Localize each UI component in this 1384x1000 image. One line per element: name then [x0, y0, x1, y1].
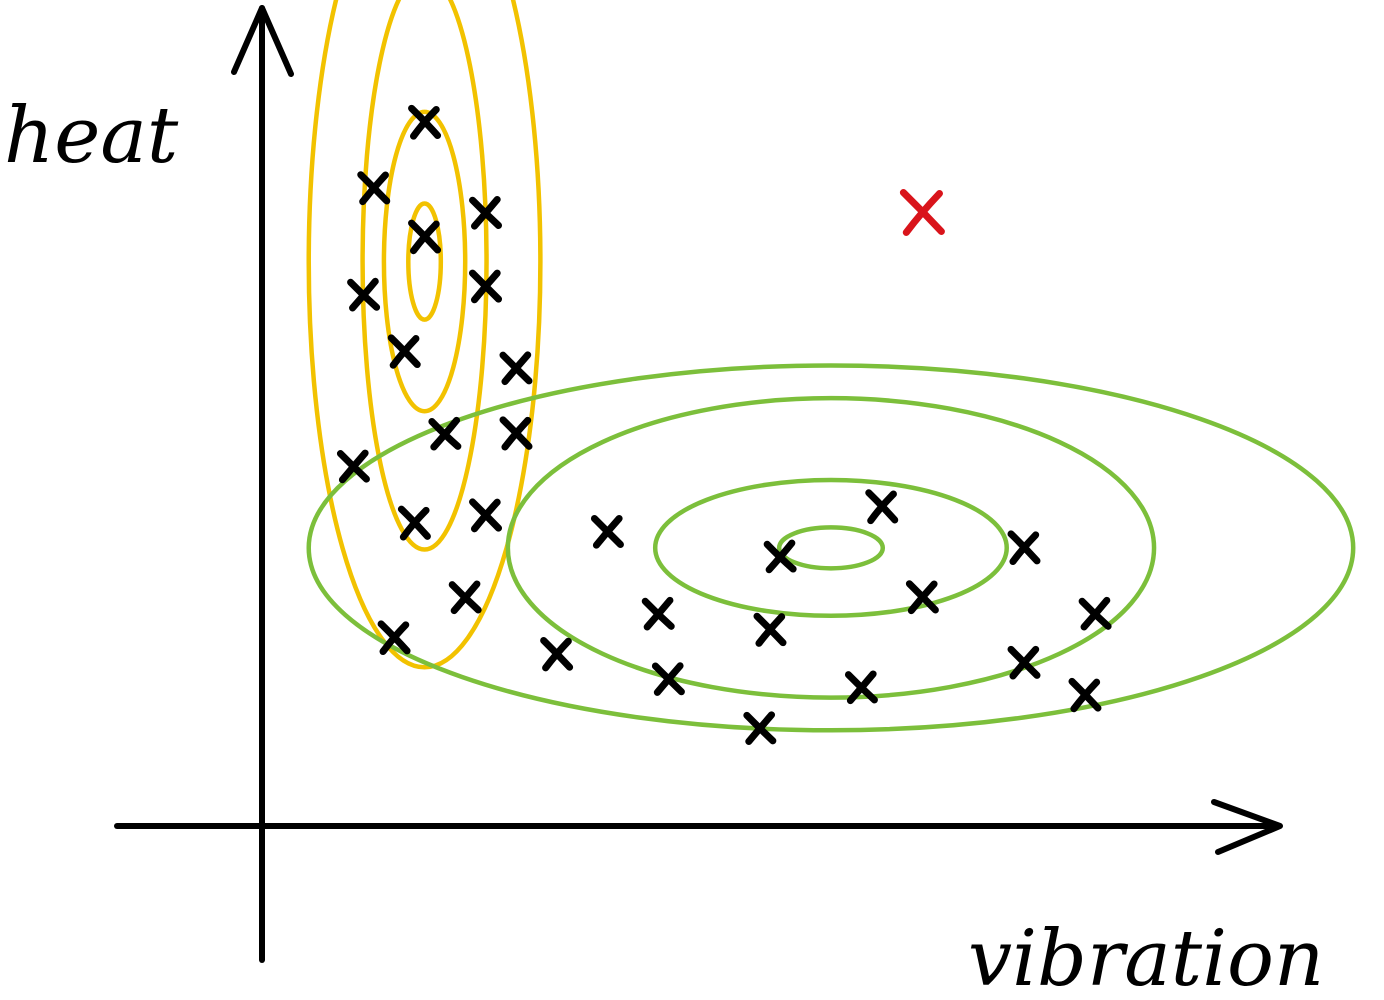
cluster-1-contour-2	[381, 109, 468, 414]
cluster-2-contour-4	[306, 363, 1356, 733]
data-point	[1007, 645, 1041, 680]
data-point	[357, 171, 391, 206]
cluster-2-contour-3	[505, 395, 1157, 700]
cluster-2-contour-1	[776, 525, 886, 571]
gaussian-contours	[306, 0, 1356, 733]
data-point	[743, 711, 777, 745]
data-point	[428, 416, 462, 451]
data-point	[499, 351, 533, 386]
cluster-2-contour-2	[652, 477, 1009, 619]
data-point	[387, 334, 421, 369]
data-point	[590, 515, 624, 549]
cluster-1-contour-1	[406, 201, 444, 322]
data-point	[1068, 677, 1102, 713]
data-point	[753, 612, 787, 647]
data-point	[347, 277, 381, 312]
data-point	[448, 580, 482, 615]
y-axis-arrowhead	[231, 5, 294, 77]
data-point	[499, 416, 533, 451]
data-point	[408, 104, 442, 140]
data-point	[377, 620, 411, 656]
x-axis-arrowhead	[1211, 799, 1283, 855]
cluster-1-contour-4	[306, 0, 543, 670]
data-point	[469, 498, 503, 533]
data-point	[1007, 530, 1041, 566]
data-point	[763, 539, 797, 574]
data-point	[469, 196, 503, 230]
data-points	[336, 104, 1112, 745]
x-axis-label: vibration	[968, 914, 1324, 1000]
data-point	[336, 449, 370, 484]
data-point	[469, 269, 503, 304]
anomaly-point-group	[899, 189, 945, 236]
data-point	[408, 219, 442, 255]
y-axis-label: heat	[4, 91, 179, 181]
data-point	[865, 489, 899, 525]
anomaly-point	[899, 189, 945, 236]
cluster-1-contour-3	[360, 0, 489, 552]
data-point	[905, 580, 939, 615]
data-point	[540, 637, 574, 672]
data-point	[651, 662, 685, 696]
data-point	[844, 670, 878, 705]
data-point	[1078, 596, 1112, 631]
data-point	[397, 505, 431, 541]
data-point	[641, 596, 675, 631]
